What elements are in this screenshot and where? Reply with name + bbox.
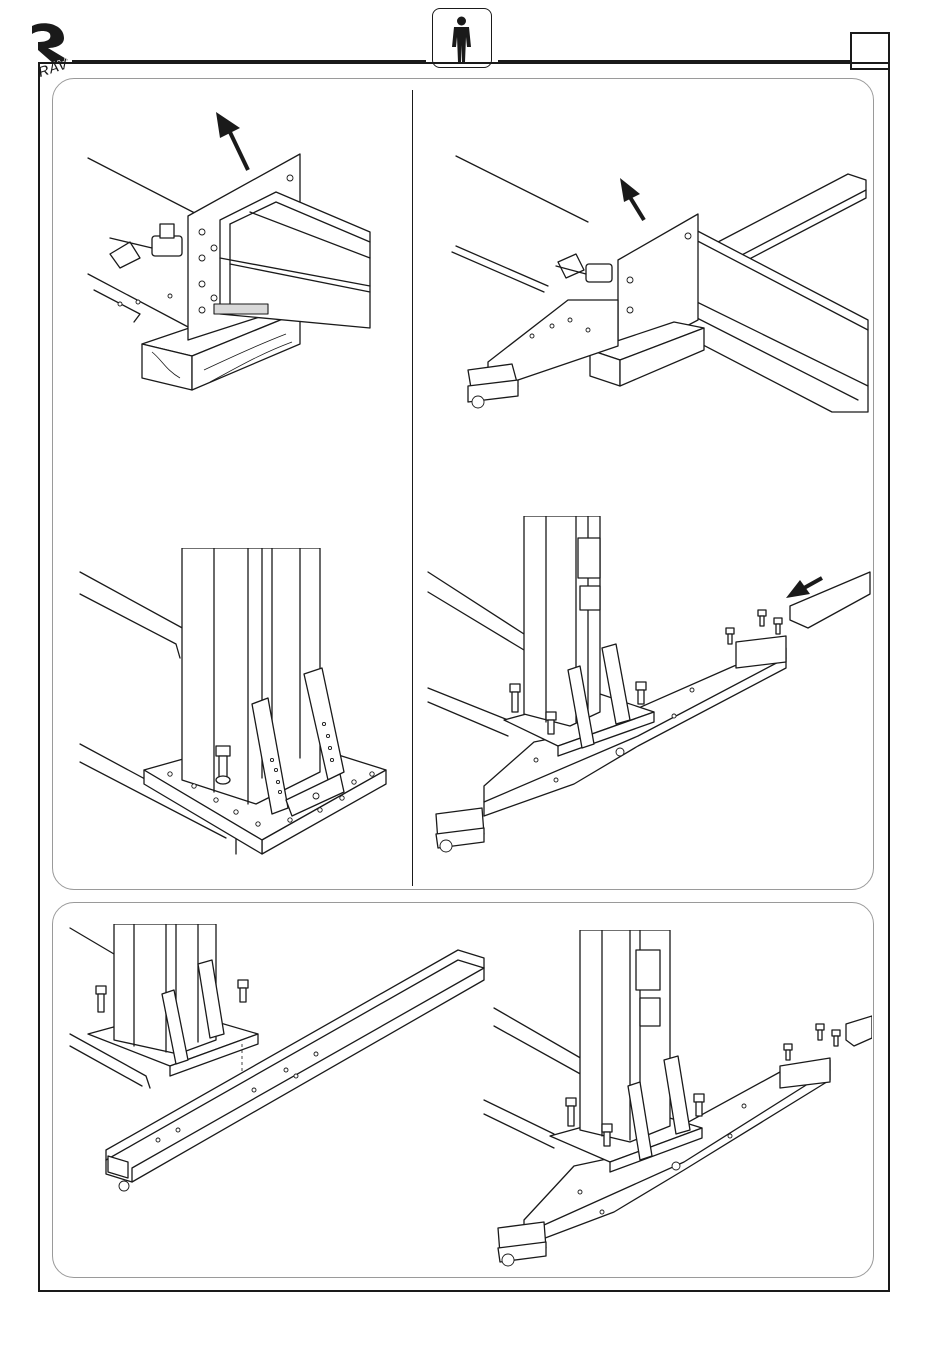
fig-bolt-base-arm bbox=[424, 516, 872, 856]
fig-column-on-base-plate bbox=[76, 548, 396, 858]
fig-lift-column-up bbox=[80, 108, 380, 408]
panel-upper-divider bbox=[412, 90, 413, 886]
arrow-up-icon bbox=[620, 178, 644, 220]
arrow-up-icon bbox=[216, 112, 248, 170]
operator-badge bbox=[432, 8, 492, 68]
fig-assembled-column-base bbox=[480, 930, 872, 1270]
person-icon bbox=[433, 9, 490, 66]
fig-lift-column-base-up bbox=[448, 150, 872, 420]
fig-column-and-crossbar bbox=[66, 924, 494, 1196]
